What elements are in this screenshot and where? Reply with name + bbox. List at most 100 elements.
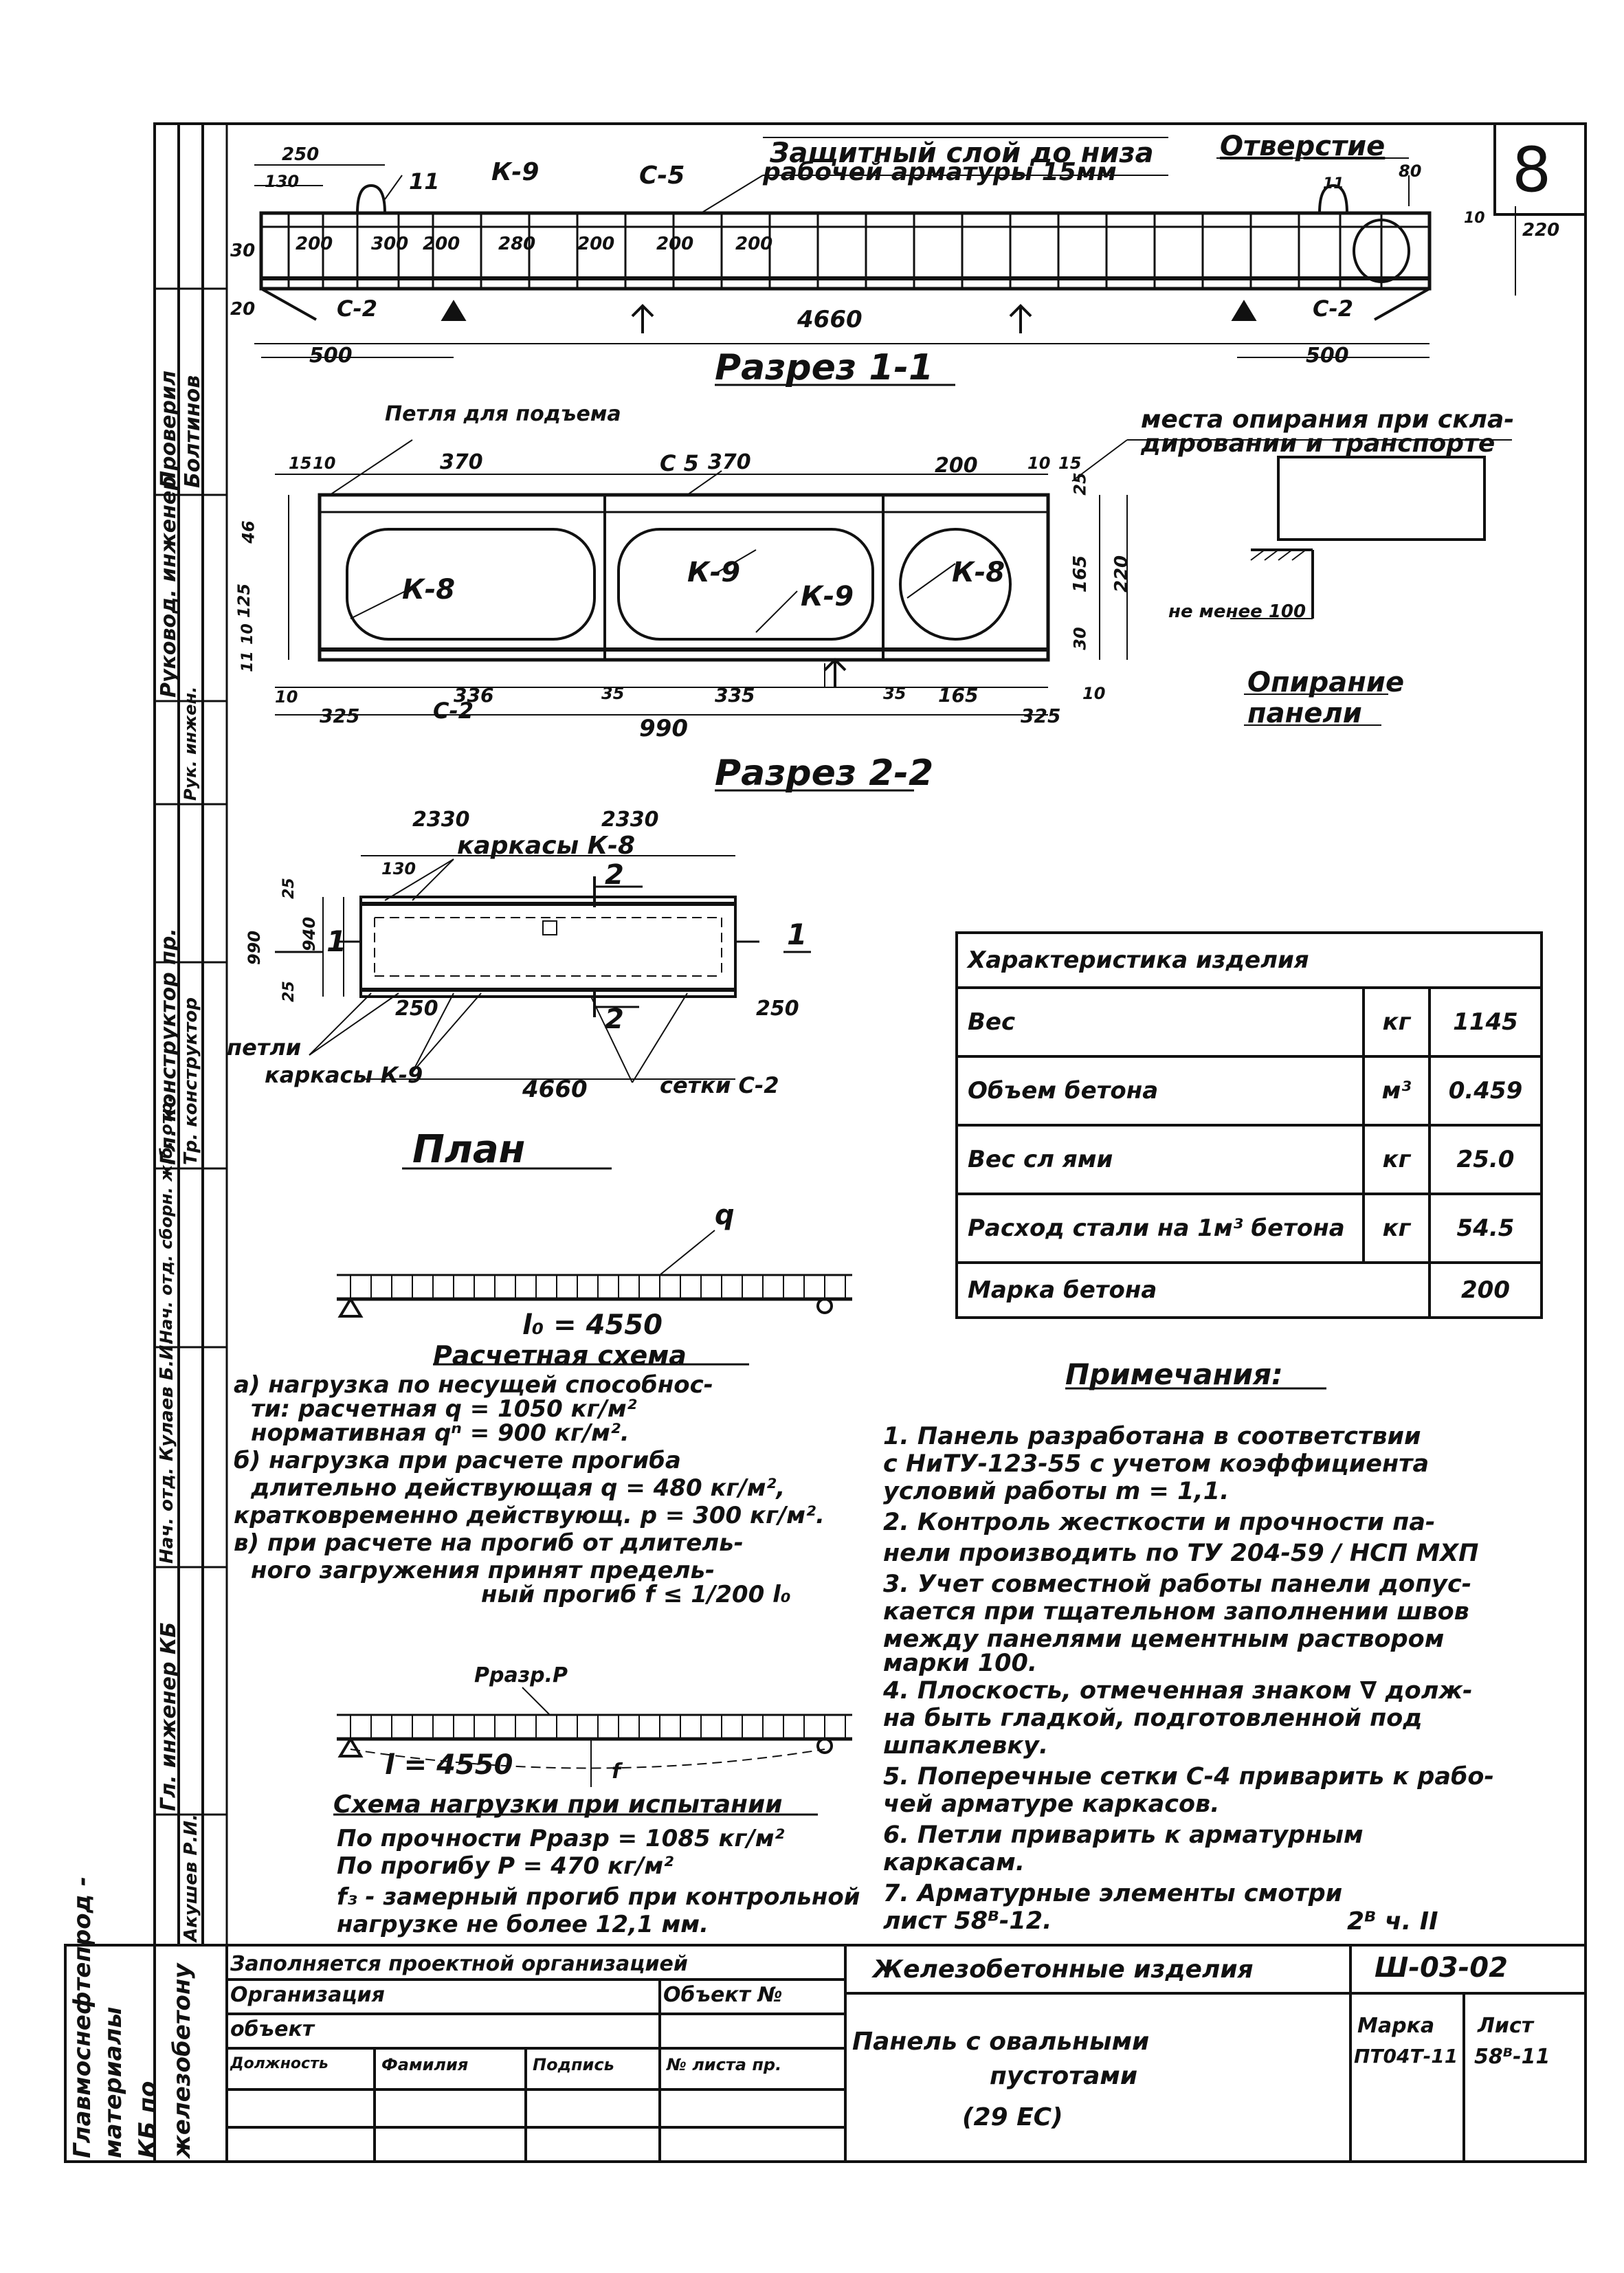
properties-title: Характеристика изделия [955,931,1543,989]
dim-200-b: 200 [423,234,460,254]
support-title-2: панели [1247,698,1362,729]
prop-unit: кг [1362,986,1431,1058]
tb-category: Железобетонные изделия [873,1955,1254,1984]
s2-right-220: 220 [1111,555,1133,593]
sheet-ref: 2ᴮ ч. II [1347,1907,1438,1936]
s2-dim-15b: 15 [1058,454,1082,473]
prop-unit: кг [1362,1124,1431,1195]
plan-4660: 4660 [522,1076,588,1103]
side-org-4: железобетону [168,1963,196,2159]
prop-value: 25.0 [1428,1124,1543,1195]
prop-unit: м³ [1362,1055,1431,1127]
prop-value: 54.5 [1428,1193,1543,1264]
tb-col-sign: Подпись [533,2055,614,2074]
note-line: нели производить по ТУ 204-59 / НСП МХП [883,1540,1479,1567]
s2-label-k9b: К-9 [801,581,854,612]
s2-left-10: 10 [238,623,256,645]
note-line: 2. Контроль жесткости и прочности па- [883,1509,1436,1536]
tb-col-position: Должность [230,2055,329,2072]
support-note-1: места опирания при скла- [1141,406,1515,434]
note-line: 5. Поперечные сетки С-4 приварить к рабо… [883,1763,1494,1790]
label-c5: С-5 [639,162,685,190]
s2-b-325b: 325 [1021,705,1061,727]
test-line: нагрузке не более 12,1 мм. [337,1911,709,1938]
load-note-line: ного загружения принят предель- [251,1557,715,1584]
test-f-label: f [612,1760,621,1784]
load-note-line: а) нагрузка по несущей способнос- [234,1371,713,1399]
prop-name: Объем бетона [955,1055,1365,1127]
section-2-title: Разрез 2-2 [715,753,934,794]
s2-left-125: 125 [234,583,254,619]
tb-organization: Организация [230,1983,385,2007]
dim-300: 300 [371,234,409,254]
side-cell: Гл. инженер КБ [157,1621,181,1811]
plan-label-loops: петли [227,1034,302,1061]
s2-b-35b: 35 [883,684,906,703]
plan-130: 130 [381,859,416,878]
sheet-number: 8 [1512,134,1552,206]
note-line: между панелями цементным раствором [883,1626,1445,1653]
side-cell: Нач. отд. сборн. ж.б. отр. [157,1096,176,1344]
side-org-3: КБ по [134,2081,162,2158]
length-4660: 4660 [797,306,863,333]
note-line: чей арматуре каркасов. [883,1790,1220,1818]
load-note-line: длительно действующая q = 480 кг/м², [251,1474,786,1502]
calc-span: l₀ = 4550 [522,1309,663,1341]
note-line: условий работы m = 1,1. [883,1478,1230,1505]
plan-left-940: 940 [300,916,320,952]
s2-b-165: 165 [938,684,979,707]
plan-left-990: 990 [245,930,265,966]
load-note-line: б) нагрузка при расчете прогиба [234,1447,681,1474]
side-cell: Рук. инжен. [181,686,200,801]
s2-right-25: 25 [1070,472,1090,496]
section-1-title: Разрез 1-1 [715,347,934,388]
test-line: По прогибу P = 470 кг/м² [337,1852,674,1880]
mark-80: 80 [1399,162,1422,181]
side-cell: Проверил [157,370,181,488]
support-detail-geometry [1230,456,1486,726]
section-1-1-geometry [254,137,1516,358]
note-line: кается при тщательном заполнении швов [883,1598,1469,1626]
s2-label-c2: С-2 [433,698,474,724]
properties-table: Характеристика изделия Вес кг 1145 Объем… [955,931,1543,1319]
test-span: l = 4550 [385,1749,513,1781]
dim-200-d: 200 [656,234,694,254]
plan-2330a: 2330 [412,808,470,832]
notes-title: Примечания: [1065,1357,1283,1391]
load-note-line: в) при расчете на прогиб от длитель- [234,1529,744,1557]
mark-11: 11 [1323,175,1344,192]
sheet-frame [153,122,1587,2163]
s2-b-336: 336 [454,684,494,707]
load-note-line: ный прогиб f ≤ 1/200 l₀ [481,1581,791,1608]
support-note-2: дировании и транспорте [1141,430,1495,458]
note-line: 4. Плоскость, отмеченная знаком ∇ долж- [883,1677,1473,1705]
plan-geometry [275,855,811,1170]
prop-value: 1145 [1428,986,1543,1058]
s2-dim-10b: 10 [1027,454,1051,473]
tb-filled-by: Заполняется проектной организацией [230,1952,688,1976]
tb-mark-label: Марка [1357,2014,1435,2038]
plan-250b: 250 [756,997,799,1021]
side-org-2: материалы [100,2006,127,2158]
org-box [64,1944,228,2163]
plan-left-25a: 25 [280,878,298,899]
tb-col-sheet: № листа пр. [667,2055,782,2074]
s2-b-335: 335 [715,684,755,707]
s2-label-k8b: К-8 [952,557,1005,588]
calc-scheme-geometry [337,1230,852,1366]
dim-200-e: 200 [735,234,773,254]
note-line: лист 58ᴮ-12. [883,1907,1052,1935]
test-line: f₃ - замерный прогиб при контрольной [337,1883,860,1911]
side-cell: Тр. конструктор [181,997,201,1165]
tb-mark: ПТ04Т-11 [1354,2045,1458,2067]
s2-b-10a: 10 [275,687,298,707]
plan-mark-2a: 2 [605,859,624,891]
plan-mark-1a: 1 [326,924,347,958]
protective-layer-note: Защитный слой до низа [770,137,1154,169]
tb-product-1: Панель с овальными [852,2028,1150,2056]
mark-30: 30 [230,241,256,261]
label-c2-right: С-2 [1313,296,1354,322]
plan-label-k9: каркасы К-9 [265,1062,423,1088]
tb-code: Ш-03-02 [1375,1952,1508,1984]
